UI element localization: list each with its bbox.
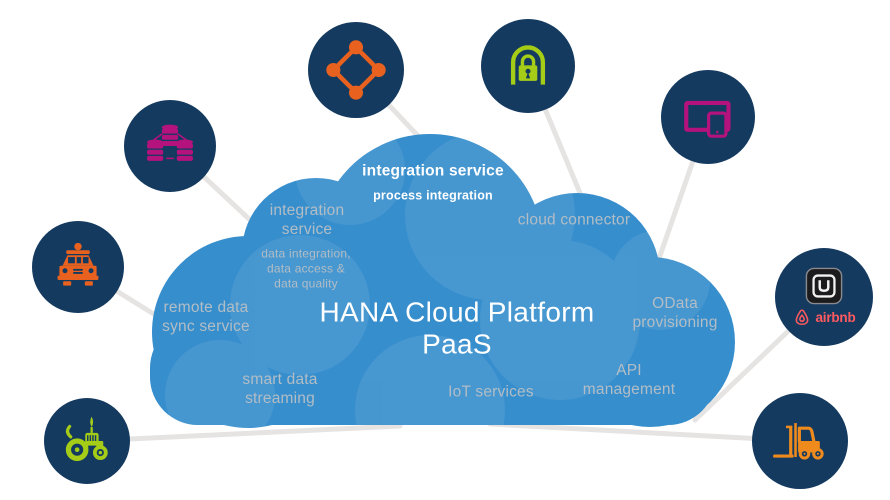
line-forklift-to-cloud bbox=[487, 421, 803, 444]
line-tractor-to-cloud bbox=[84, 423, 403, 444]
label-data-integration-access-quality: data integration, data access & data qua… bbox=[261, 246, 351, 291]
label-cloud-connector: cloud connector bbox=[517, 211, 631, 229]
satellite-process-integration bbox=[308, 22, 404, 118]
cloud-shape bbox=[150, 134, 735, 428]
devices-screens-icon bbox=[684, 100, 731, 138]
cloud-platform-title: HANA Cloud Platform PaaS bbox=[319, 296, 595, 360]
label-odata-provisioning: OData provisioning bbox=[632, 295, 718, 331]
label-iot-services: IoT services bbox=[448, 383, 534, 401]
label-integration-service: integration service bbox=[269, 202, 345, 238]
cloud-bubble-highlights bbox=[165, 134, 710, 428]
satellite-data-integration bbox=[124, 100, 216, 192]
label-remote-data-sync: remote data sync service bbox=[162, 299, 250, 335]
satellite-taxi bbox=[32, 221, 124, 313]
label-smart-data-streaming: smart data streaming bbox=[242, 371, 318, 407]
tractor-icon bbox=[65, 416, 108, 462]
label-process-integration: process integration bbox=[373, 188, 493, 203]
satellite-tractor bbox=[44, 398, 130, 484]
security-lock-icon bbox=[510, 45, 546, 85]
uber-logo-icon bbox=[805, 267, 843, 305]
taxi-icon bbox=[57, 242, 99, 286]
database-cluster-icon bbox=[147, 124, 193, 161]
satellite-security bbox=[481, 19, 575, 113]
airbnb-belo-icon bbox=[796, 309, 809, 326]
satellite-partner-apps: airbnb bbox=[775, 248, 873, 346]
satellite-forklift bbox=[752, 393, 848, 489]
label-api-management: API management bbox=[582, 362, 676, 398]
label-integration-service-featured: integration service bbox=[362, 162, 504, 180]
network-nodes-icon bbox=[326, 40, 386, 100]
satellite-devices bbox=[661, 70, 755, 164]
forklift-icon bbox=[773, 423, 824, 460]
airbnb-wordmark: airbnb bbox=[815, 309, 856, 325]
partner-logos: airbnb bbox=[792, 267, 856, 327]
